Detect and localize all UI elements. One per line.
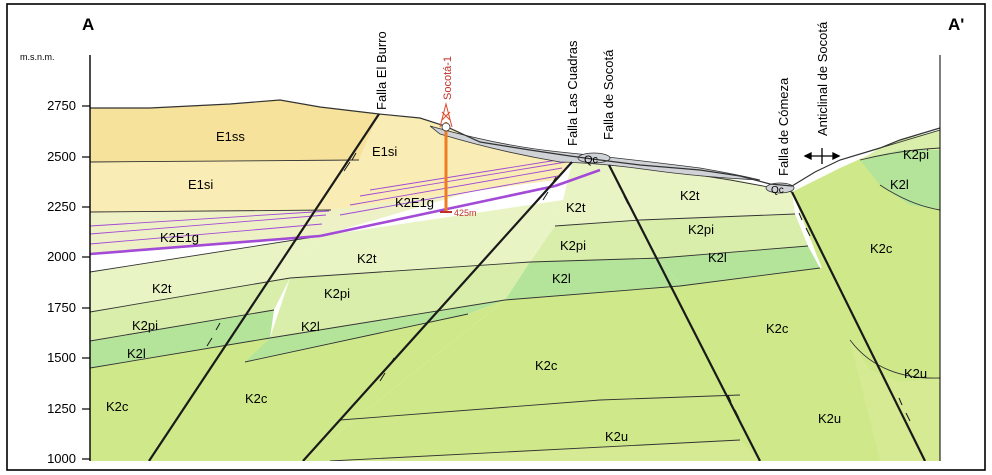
fault-las-cuadras [302, 161, 573, 461]
label-k2u-far-east: K2u [904, 366, 927, 381]
unit-k2pi-far-east [860, 130, 940, 160]
unit-k2c-central [149, 300, 505, 461]
label-k2t-west: K2t [152, 281, 172, 296]
label-falla-el-burro: Falla El Burro [374, 31, 389, 110]
fault-el-burro [148, 113, 380, 461]
label-k2pi-central: K2pi [324, 286, 350, 301]
unit-k2c-far-east [792, 140, 940, 382]
y-axis-ticks [82, 105, 90, 460]
endpoint-a: A [82, 15, 94, 34]
fault-arrows [206, 152, 911, 422]
label-k2l-east: K2l [708, 250, 727, 265]
well-depth: 425m [454, 208, 477, 218]
unit-k2t-east [609, 165, 795, 220]
label-k2u-south: K2u [605, 429, 628, 444]
label-k2pi-east: K2pi [688, 222, 714, 237]
unit-k2l-east [660, 246, 820, 286]
wellhead-icon [441, 122, 451, 132]
unit-k2pi-east [640, 214, 808, 258]
fault-socota [608, 164, 761, 461]
unit-k2c-west [90, 338, 270, 461]
label-k2c-east: K2c [766, 321, 789, 336]
label-anticlinal-de-socota: Anticlinal de Socotá [815, 21, 830, 136]
unit-e1si-central [331, 114, 570, 210]
geologic-section [90, 99, 940, 461]
label-falla-de-socota: Falla de Socotá [601, 49, 616, 140]
unit-k2l-west [90, 310, 274, 368]
unit-k2l-far-east [860, 148, 940, 210]
label-k2c-far-east: K2c [870, 241, 893, 256]
unit-k2c-mid [303, 282, 740, 461]
label-k2e1g-west: K2E1g [160, 230, 199, 245]
unit-k2e1g-west [90, 210, 331, 254]
y-axis-tick-labels: 2750 2500 2250 2000 1750 1500 1250 1000 [47, 98, 76, 466]
label-falla-las-cuadras: Falla Las Cuadras [565, 40, 580, 146]
label-k2t-mid: K2t [566, 200, 586, 215]
topographic-surface [90, 99, 940, 187]
label-e1si-west: E1si [188, 177, 213, 192]
fault-comeza [791, 191, 926, 461]
label-e1si-central: E1si [372, 144, 397, 159]
tick-2750: 2750 [47, 98, 76, 113]
label-qc-east: Qc [771, 185, 784, 196]
tick-1000: 1000 [47, 451, 76, 466]
well-socota-1: Socotá-1 425m [439, 56, 477, 218]
label-k2c-mid: K2c [535, 358, 558, 373]
label-k2c-west: K2c [106, 399, 129, 414]
label-k2pi-west: K2pi [132, 318, 158, 333]
label-k2l-mid: K2l [552, 271, 571, 286]
anticline-symbol [803, 148, 841, 164]
label-k2u-east: K2u [818, 411, 841, 426]
unit-e1si-west [90, 160, 359, 212]
label-k2e1g-central: K2E1g [395, 195, 434, 210]
unit-qc-main [429, 125, 761, 181]
label-k2l-far-east: K2l [890, 177, 909, 192]
tick-2000: 2000 [47, 249, 76, 264]
tick-2250: 2250 [47, 199, 76, 214]
endpoint-a-prime: A' [948, 15, 964, 34]
label-qc-west: Qc [584, 154, 599, 166]
tick-1750: 1750 [47, 300, 76, 315]
label-e1ss: E1ss [216, 129, 245, 144]
label-k2l-west: K2l [127, 346, 146, 361]
tick-1250: 1250 [47, 401, 76, 416]
label-k2t-east: K2t [680, 188, 700, 203]
unit-k2t-west [90, 236, 320, 312]
axis-unit: m.s.n.m. [20, 52, 55, 62]
unit-k2t-central [290, 200, 563, 278]
label-k2pi-far-east: K2pi [903, 147, 929, 162]
label-k2l-central: K2l [301, 319, 320, 334]
unit-k2l-central [245, 300, 505, 362]
tick-1500: 1500 [47, 350, 76, 365]
bedding-lines [90, 129, 940, 461]
label-falla-de-comeza: Falla de Cómeza [776, 77, 791, 176]
purple-marker-beds [90, 157, 601, 256]
label-k2c-central: K2c [245, 391, 268, 406]
unit-k2t-mid [530, 162, 640, 262]
unit-e1ss-west [90, 100, 379, 162]
unit-k2pi-west [90, 278, 290, 341]
fault-lines [148, 113, 926, 461]
label-k2pi-mid: K2pi [560, 238, 586, 253]
well-name: Socotá-1 [442, 56, 454, 100]
label-k2t-central: K2t [357, 251, 377, 266]
unit-k2pi-mid [530, 220, 660, 262]
tick-2500: 2500 [47, 149, 76, 164]
drill-rig-icon [439, 102, 453, 128]
unit-labels: E1ss E1si E1si K2E1g K2E1g K2t K2t K2t K… [106, 129, 929, 444]
